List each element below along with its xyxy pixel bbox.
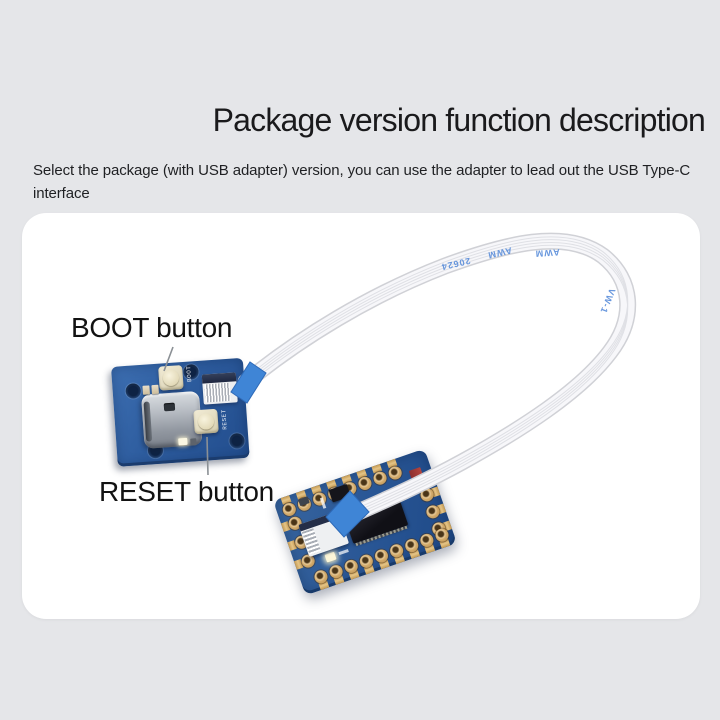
mounting-hole [125,383,142,400]
adapter-led [178,437,188,446]
capacitor [190,438,197,446]
subtitle-line-2: interface [33,185,90,202]
ffc-pins [204,382,231,403]
silkscreen-mark [338,549,349,556]
resistor [142,385,151,395]
resistor [151,384,159,395]
subtitle-line-1: Select the package (with USB adapter) ve… [33,162,691,179]
reset-button-label: RESET button [99,476,274,507]
silkscreen-boot-text: BOOT [185,365,194,383]
page-subtitle: Select the package (with USB adapter) ve… [33,159,690,205]
silkscreen-rect [414,477,428,488]
boot-button-label: BOOT button [71,312,233,343]
ffc-latch [201,372,237,384]
ffc-pins [301,528,322,555]
type-c-shield-notch [163,402,176,412]
reset-tactile-button [193,408,219,435]
usb-adapter-board: BOOT RESET [111,357,250,467]
page-title: Package version function description [212,102,706,138]
ffc-latch [298,511,341,532]
silkscreen-reset-text: RESET [220,408,229,430]
boot-tactile-button [158,365,184,391]
mounting-hole [228,432,245,449]
red-component [408,467,423,479]
mcu-led [324,551,337,563]
ffc-connector-adapter [201,372,238,405]
mcu-chip [344,499,409,544]
